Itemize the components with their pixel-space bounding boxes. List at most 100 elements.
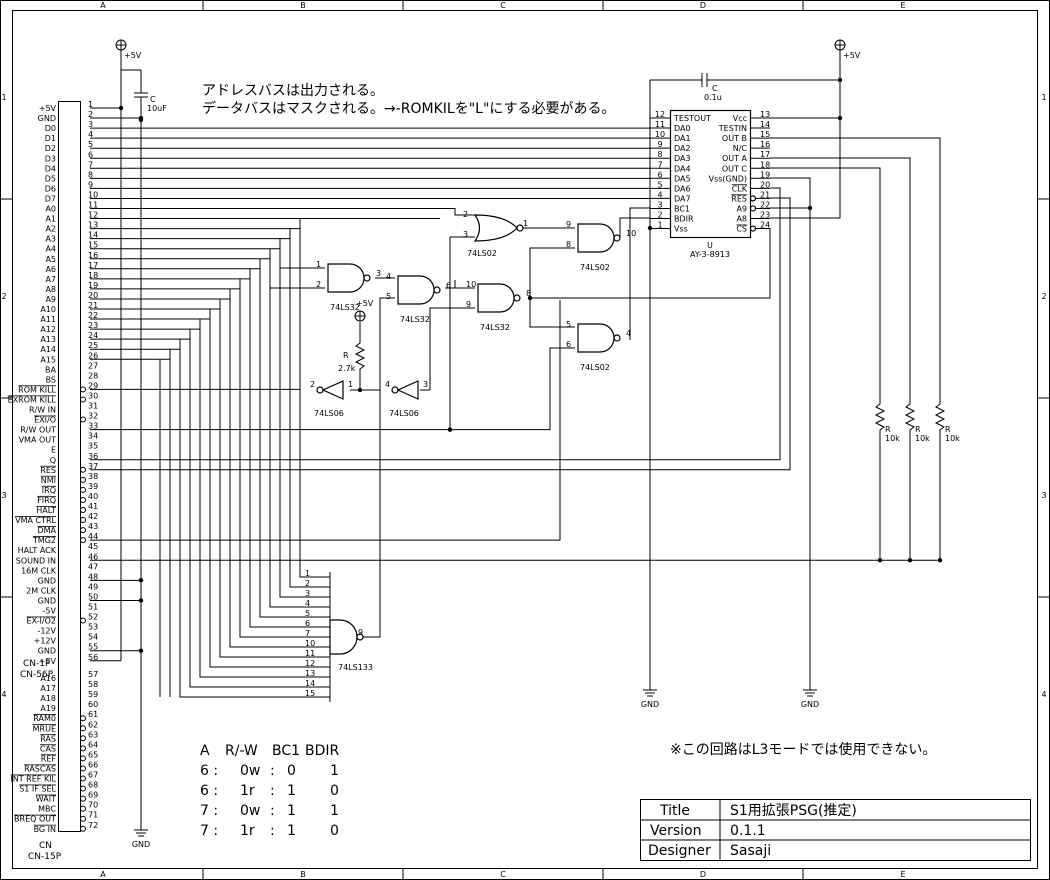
connector-pin-number: 68 (88, 781, 98, 790)
connector-pin-name: D1 (45, 134, 56, 143)
connector-pin-name: A12 (40, 325, 56, 334)
pin-bubble (80, 825, 86, 832)
conn-main-type: CN-56P (20, 670, 54, 680)
connector-pin-number: 58 (88, 680, 98, 689)
psg-pin-number: 21 (760, 190, 770, 199)
junction-dot (837, 115, 843, 121)
connector-pin-number: 34 (88, 432, 98, 441)
grid-col-top: C (500, 1, 506, 10)
connector-pin-number: 35 (88, 442, 98, 451)
wire (770, 157, 911, 400)
psg-pin-number: 10 (655, 130, 665, 139)
connector-pin-name: A2 (45, 225, 56, 234)
junction-dot (118, 105, 124, 111)
connector-pin-number: 2 (88, 110, 93, 119)
pin-bubble (80, 527, 86, 534)
grid-col-bottom: C (500, 870, 506, 879)
junction-dot (357, 387, 363, 393)
connector-pin-number: 29 (88, 381, 98, 390)
note-l3-mode: ※この回路はL3モードでは使用できない。 (670, 741, 936, 758)
connector-pin-number: 38 (88, 472, 98, 481)
connector-pin-number: 49 (88, 582, 98, 591)
connector-pin-name: D6 (45, 184, 56, 193)
connector-pin-number: 40 (88, 492, 98, 501)
pin-bubble (80, 735, 86, 742)
tt-cell-rw: 0w (240, 803, 260, 819)
wire (219, 298, 330, 658)
connector-pin-name: A16 (40, 674, 56, 683)
psg-pin-name: DA5 (674, 174, 691, 183)
grid-col-bottom: B (300, 870, 306, 879)
title-label: Title (659, 803, 690, 819)
wire (279, 238, 330, 598)
connector-pin-name: A1 (45, 215, 56, 224)
wire (199, 319, 330, 678)
connector-pin-name: INT REF KIL (10, 775, 56, 784)
psg-pin-name: A9 (736, 204, 747, 213)
vcc-label-right: +5V (843, 51, 861, 60)
connector-pin-name: BA (45, 365, 56, 374)
connector-pin-name: D0 (45, 124, 56, 133)
pin-bubble (749, 225, 757, 232)
connector-pin-name: WAIT (36, 795, 56, 804)
wire (429, 307, 475, 390)
tt-cell-rw: 1r (240, 783, 255, 799)
tt-cell-sep: : (270, 803, 275, 819)
psg-pin-name: OUT A (722, 154, 748, 163)
conn-ext-type: CN-15P (28, 852, 62, 862)
psg-pin-name: TESTOUT (673, 114, 711, 123)
connector-pin-name: ROM KILL (18, 385, 56, 394)
connector-pin-name: A13 (40, 335, 56, 344)
nand13-part: 74LS133 (338, 663, 373, 672)
wire (629, 207, 650, 340)
tt-cell-bc1: 0 (287, 763, 296, 779)
junction-dot (807, 205, 813, 211)
connector-pin-name: BG IN (34, 825, 56, 834)
wire (209, 309, 330, 668)
psg-pin-name: RES (731, 194, 747, 203)
connector-pin-number: 66 (88, 760, 98, 769)
psg-pin-name: DA6 (674, 184, 691, 193)
tt-cell-bc1: 1 (287, 783, 296, 799)
connector-pin-number: 5 (88, 140, 93, 149)
connector-pin-name: -5V (43, 607, 57, 616)
nand13-pin-number: 12 (305, 659, 315, 668)
nand13-pin-number: 6 (305, 619, 310, 628)
connector-pin-name: REF (41, 754, 57, 763)
pin-bubble (80, 785, 86, 792)
grid-row-right: 1 (1041, 93, 1046, 102)
wire (90, 60, 122, 109)
gate-pin-number: 3 (423, 380, 428, 389)
connector-pin-name: D4 (45, 164, 56, 173)
tt-cell-bc1: 1 (287, 803, 296, 819)
psg-pin-number: 12 (655, 110, 665, 119)
connector-pin-name: A17 (40, 684, 56, 693)
connector-pin-number: 32 (88, 412, 98, 421)
psg-pin-name: OUT C (722, 164, 748, 173)
connector-pin-name: EX-I/O2 (27, 617, 56, 626)
tt-h-bc1: BC1 (272, 743, 300, 759)
connector-pin-number: 11 (88, 201, 98, 210)
gate-pin-number: 5 (566, 320, 571, 329)
psg-pin-name: A8 (736, 215, 747, 224)
connector-pin-name: D7 (45, 194, 56, 203)
connector-pin-name: A10 (40, 305, 56, 314)
connector-pin-number: 57 (88, 670, 98, 679)
tt-cell-rw: 0w (240, 763, 260, 779)
connector-pin-name: RES (40, 466, 56, 475)
connector-pin-number: 24 (88, 331, 98, 340)
psg-pin-number: 11 (655, 120, 665, 129)
connector-pin-number: 72 (88, 821, 98, 830)
tt-cell-sep: : (270, 823, 275, 839)
pin-bubble (80, 476, 86, 483)
psg-pin-name: DA1 (674, 134, 691, 143)
connector-pin-number: 15 (88, 241, 98, 250)
title-value: S1用拡張PSG(推定) (730, 803, 857, 819)
tt-cell-bdir: 1 (330, 763, 339, 779)
pin-bubble (80, 507, 86, 513)
connector-pin-number: 6 (88, 150, 93, 159)
r-out-ref: R (915, 425, 921, 434)
